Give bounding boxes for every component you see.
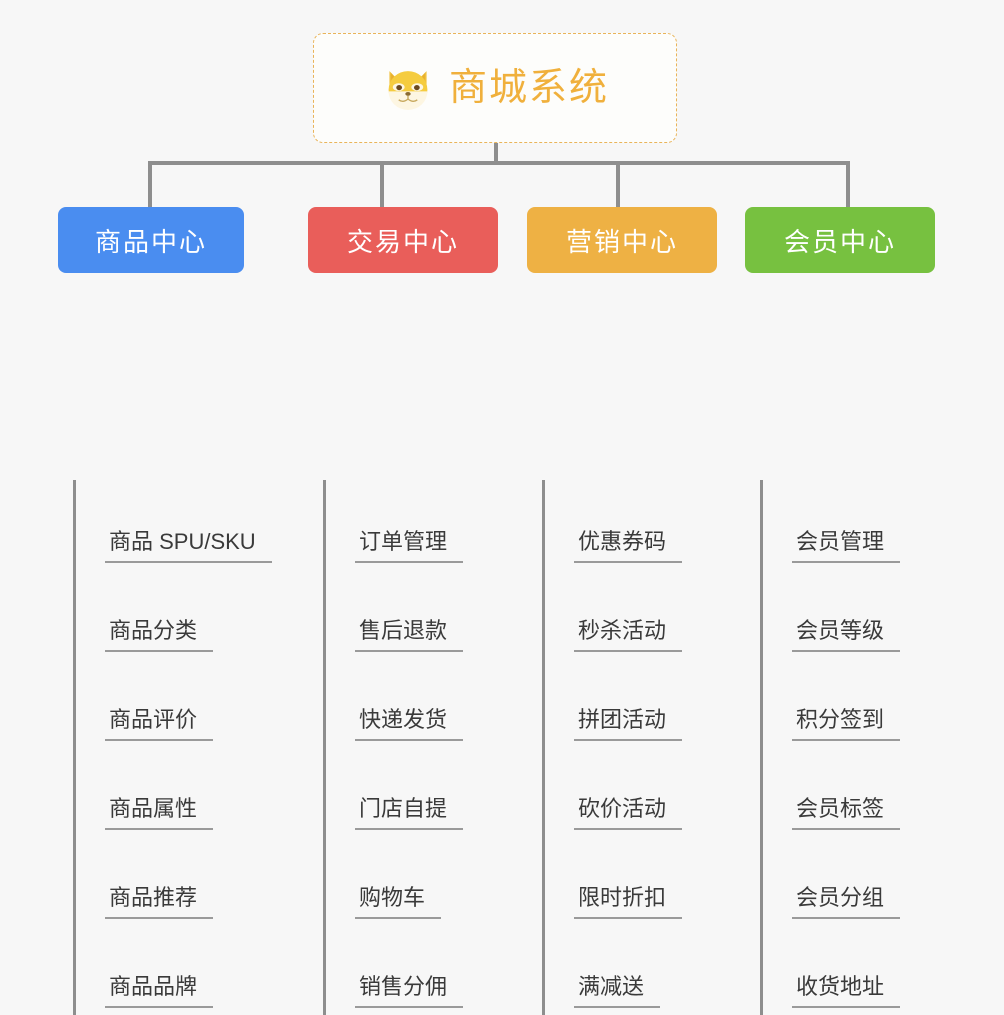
connector-drop-2 (380, 161, 384, 207)
root-title: 商城系统 (448, 67, 609, 109)
item-label: 商品推荐 (105, 885, 214, 919)
root-node[interactable]: 商城系统 (313, 33, 677, 143)
item-label: 商品 SPU/SKU (105, 529, 272, 563)
branch-items-4: 会员管理 会员等级 积分签到 会员标签 会员分组 收货地址 (760, 480, 965, 1014)
branch-header-label: 会员中心 (783, 226, 896, 257)
item-label: 拼团活动 (574, 707, 683, 741)
branch-marketing-center: 营销中心 优惠券码 秒杀活动 拼团活动 砍价活动 限时折扣 满减送 (527, 207, 747, 1015)
branch-items-3: 优惠券码 秒杀活动 拼团活动 砍价活动 限时折扣 满减送 (542, 480, 747, 1014)
branch-product-center: 商品中心 商品 SPU/SKU 商品分类 商品评价 商品属性 商品推荐 商品品牌 (58, 207, 278, 1015)
list-item[interactable]: 积分签到 (760, 658, 965, 747)
branch-trunk-3 (542, 480, 545, 1015)
list-item[interactable]: 会员标签 (760, 747, 965, 836)
item-label: 商品品牌 (105, 974, 214, 1008)
item-label: 会员管理 (792, 529, 901, 563)
list-item[interactable]: 快递发货 (323, 658, 528, 747)
list-item[interactable]: 销售分佣 (323, 925, 528, 1014)
item-label: 会员等级 (792, 618, 901, 652)
list-item[interactable]: 门店自提 (323, 747, 528, 836)
list-item[interactable]: 商品评价 (73, 658, 278, 747)
branch-trunk-1 (73, 480, 76, 1015)
branch-header-trade-center[interactable]: 交易中心 (308, 207, 498, 273)
connector-root-stem (494, 143, 498, 163)
shiba-dog-face-icon (388, 71, 428, 110)
list-item[interactable]: 会员管理 (760, 480, 965, 569)
branch-header-product-center[interactable]: 商品中心 (58, 207, 244, 273)
branch-trade-center: 交易中心 订单管理 售后退款 快递发货 门店自提 购物车 销售分佣 (308, 207, 528, 1015)
item-label: 砍价活动 (574, 796, 683, 830)
list-item[interactable]: 订单管理 (323, 480, 528, 569)
item-label: 收货地址 (792, 974, 901, 1008)
list-item[interactable]: 限时折扣 (542, 836, 747, 925)
branch-header-marketing-center[interactable]: 营销中心 (527, 207, 717, 273)
branch-items-2: 订单管理 售后退款 快递发货 门店自提 购物车 销售分佣 (323, 480, 528, 1014)
list-item[interactable]: 购物车 (323, 836, 528, 925)
item-label: 会员标签 (792, 796, 901, 830)
list-item[interactable]: 优惠券码 (542, 480, 747, 569)
branch-trunk-2 (323, 480, 326, 1015)
list-item[interactable]: 商品属性 (73, 747, 278, 836)
mindmap-canvas: 商城系统 商品中心 商品 SPU/SKU 商品分类 商品评价 商品属性 商品推荐… (58, 33, 965, 1015)
item-label: 优惠券码 (574, 529, 683, 563)
connector-drop-1 (148, 161, 152, 207)
item-label: 销售分佣 (355, 974, 464, 1008)
item-label: 积分签到 (792, 707, 901, 741)
connector-drop-3 (616, 161, 620, 207)
list-item[interactable]: 商品品牌 (73, 925, 278, 1014)
branch-header-label: 商品中心 (94, 226, 207, 257)
item-label: 快递发货 (355, 707, 464, 741)
item-label: 订单管理 (355, 529, 464, 563)
item-label: 秒杀活动 (574, 618, 683, 652)
branch-header-label: 交易中心 (346, 226, 459, 257)
list-item[interactable]: 秒杀活动 (542, 569, 747, 658)
connector-drop-4 (846, 161, 850, 207)
branch-trunk-4 (760, 480, 763, 1015)
item-label: 商品分类 (105, 618, 214, 652)
item-label: 商品属性 (105, 796, 214, 830)
list-item[interactable]: 商品推荐 (73, 836, 278, 925)
list-item[interactable]: 砍价活动 (542, 747, 747, 836)
branch-member-center: 会员中心 会员管理 会员等级 积分签到 会员标签 会员分组 收货地址 (745, 207, 965, 1015)
list-item[interactable]: 拼团活动 (542, 658, 747, 747)
item-label: 会员分组 (792, 885, 901, 919)
item-label: 门店自提 (355, 796, 464, 830)
list-item[interactable]: 会员等级 (760, 569, 965, 658)
list-item[interactable]: 售后退款 (323, 569, 528, 658)
item-label: 购物车 (355, 885, 442, 919)
branch-items-1: 商品 SPU/SKU 商品分类 商品评价 商品属性 商品推荐 商品品牌 (73, 480, 278, 1014)
list-item[interactable]: 会员分组 (760, 836, 965, 925)
item-label: 满减送 (574, 974, 661, 1008)
list-item[interactable]: 商品 SPU/SKU (73, 480, 278, 569)
item-label: 商品评价 (105, 707, 214, 741)
item-label: 售后退款 (355, 618, 464, 652)
list-item[interactable]: 收货地址 (760, 925, 965, 1014)
list-item[interactable]: 满减送 (542, 925, 747, 1014)
branch-header-member-center[interactable]: 会员中心 (745, 207, 935, 273)
item-label: 限时折扣 (574, 885, 683, 919)
list-item[interactable]: 商品分类 (73, 569, 278, 658)
connector-horizontal-bus (148, 161, 850, 165)
branch-header-label: 营销中心 (565, 226, 678, 257)
